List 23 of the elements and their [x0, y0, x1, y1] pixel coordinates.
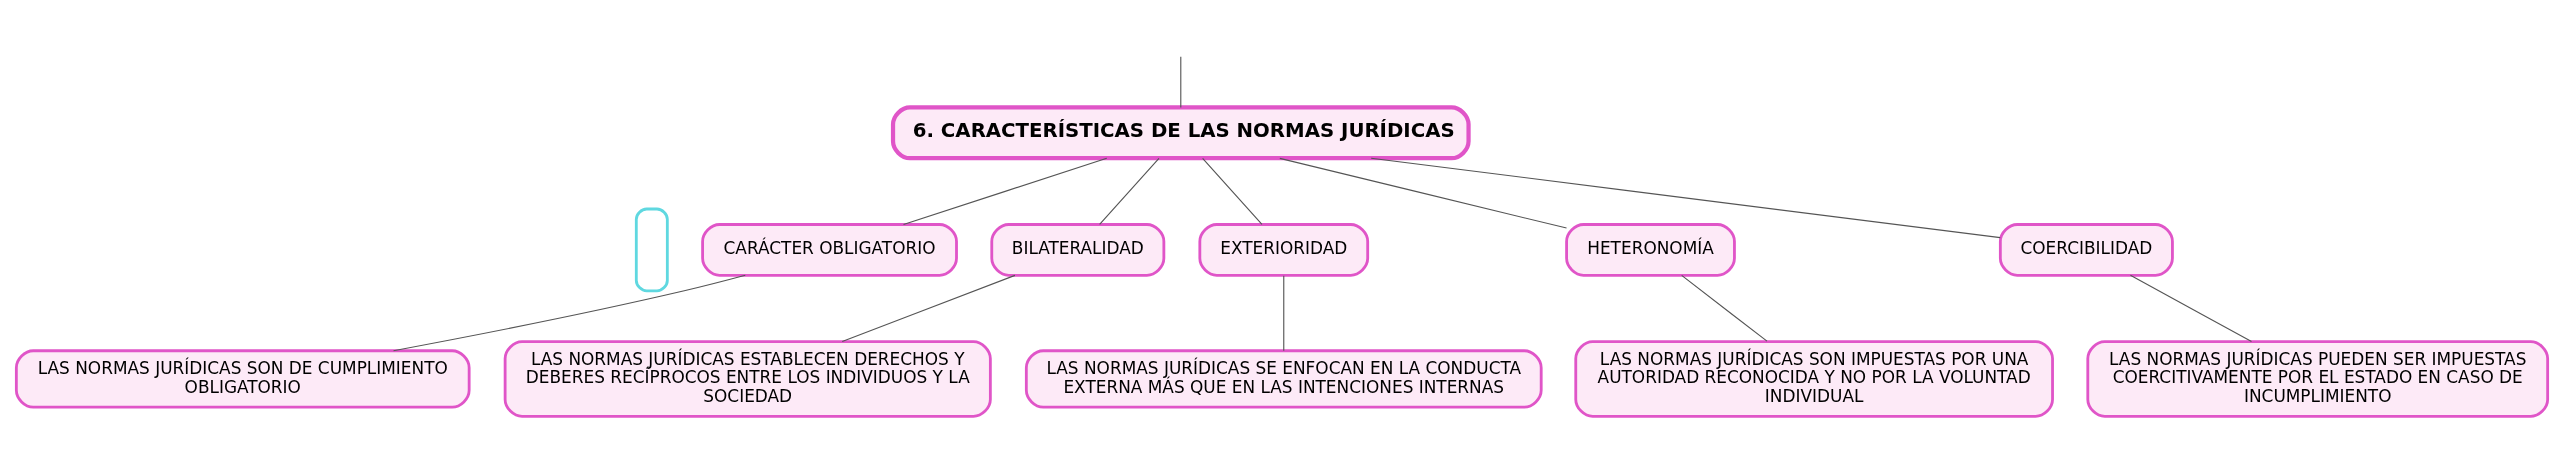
node-box: EXTERIORIDAD [1198, 223, 1370, 277]
connector [1283, 275, 1285, 352]
connector [841, 274, 1016, 342]
node-box: LAS NORMAS JURÍDICAS SON DE CUMPLIMIENTO OBLIGATORIO [14, 349, 471, 409]
connector [2129, 274, 2253, 342]
node-box: LAS NORMAS JURÍDICAS ESTABLECEN DERECHOS Y DEBERES RECÍPROCOS ENTRE LOS INDIVIDUOS Y LA SOCIEDAD [503, 340, 992, 418]
connector [1202, 157, 1263, 225]
connector [1681, 274, 1768, 342]
node-box: LAS NORMAS JURÍDICAS SE ENFOCAN EN LA CONDUCTA EXTERNA MÁS QUE EN LAS INTENCIONES INTERNAS [1024, 349, 1543, 409]
connector [392, 274, 746, 352]
node-box: HETERONOMÍA [1565, 223, 1736, 277]
connector [1180, 56, 1182, 108]
connector [1370, 157, 2001, 239]
node-box: CARÁCTER OBLIGATORIO [701, 223, 958, 277]
connector [1099, 157, 1160, 225]
connector [1279, 157, 1568, 229]
connector [902, 157, 1108, 225]
node-box: LAS NORMAS JURÍDICAS PUEDEN SER IMPUESTAS COERCITIVAMENTE POR EL ESTADO EN CASO DE INCUMPLIMIENTO [2086, 340, 2550, 418]
node-box: LAS NORMAS JURÍDICAS SON IMPUESTAS POR UNA AUTORIDAD RECONOCIDA Y NO POR LA VOLUNTAD INDIVIDUAL [1574, 340, 2054, 418]
node-box: 6. CARACTERÍSTICAS DE LAS NORMAS JURÍDICAS [890, 105, 1471, 161]
node-box: BILATERALIDAD [990, 223, 1166, 277]
node-box: COERCIBILIDAD [1998, 223, 2174, 277]
node-box [634, 207, 669, 293]
